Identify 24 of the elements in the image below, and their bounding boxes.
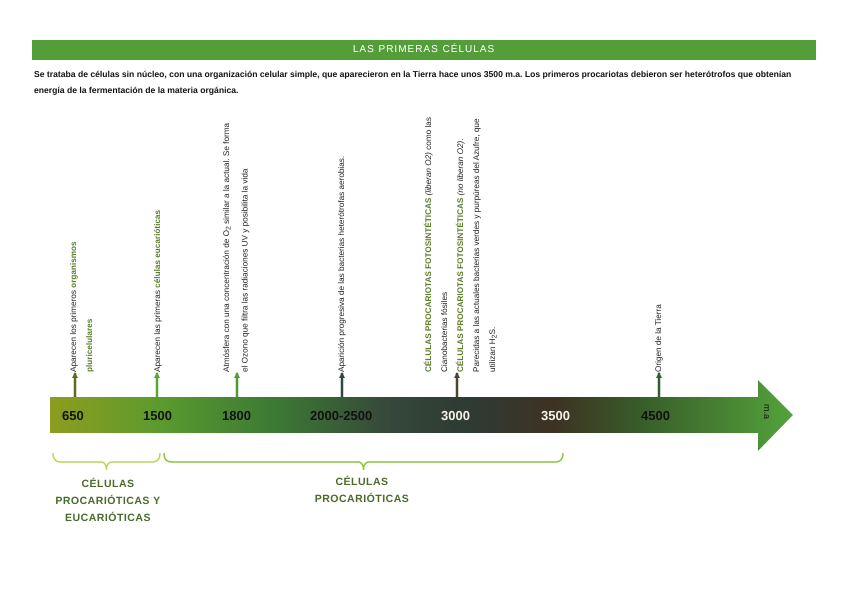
arrow — [454, 372, 460, 397]
year-label: 1500 — [143, 408, 172, 423]
arrow — [656, 372, 662, 397]
arrow — [339, 372, 345, 397]
arrow — [72, 372, 78, 397]
event-text: Aparecen los primeros organismos pluricelulares — [68, 240, 95, 372]
event-text: Aparecen las primeras células eucarióticas — [152, 208, 163, 372]
year-label: 4500 — [641, 408, 670, 423]
intro-paragraph: Se trataba de células sin núcleo, con una organización celular simple, que aparecieron en la Tierra hace unos 3500 m.a. Los primeros procariotas debieron ser heterótrofos que obtenían energía de la fermentación de la materia orgánica. — [34, 68, 792, 97]
unit-label: m.a — [762, 404, 772, 420]
arrow — [154, 372, 160, 397]
brace-label: CÉLULAS PROCARIÓTICAS Y EUCARIÓTICAS — [54, 476, 162, 526]
year-label: 3500 — [541, 408, 570, 423]
event-text: Origen de la Tierra — [653, 303, 664, 372]
brace-label: CÉLULAS PROCARIÓTICAS — [314, 474, 410, 507]
title-banner: LAS PRIMERAS CÉLULAS — [32, 40, 816, 60]
arrow — [234, 372, 240, 397]
year-label: 1800 — [222, 408, 251, 423]
event-text: CÉLULAS PROCARIOTAS FOTOSINTÉTICAS (liberan O2) como las Cianobacterias fósiles — [422, 116, 450, 372]
year-label: 2000-2500 — [310, 408, 372, 423]
year-label: 3000 — [441, 408, 470, 423]
timeline-arrow — [50, 380, 793, 451]
event-text: Aparición progresiva de las bacterias heterótrofas aerobias. — [336, 154, 347, 372]
year-label: 650 — [62, 408, 84, 423]
